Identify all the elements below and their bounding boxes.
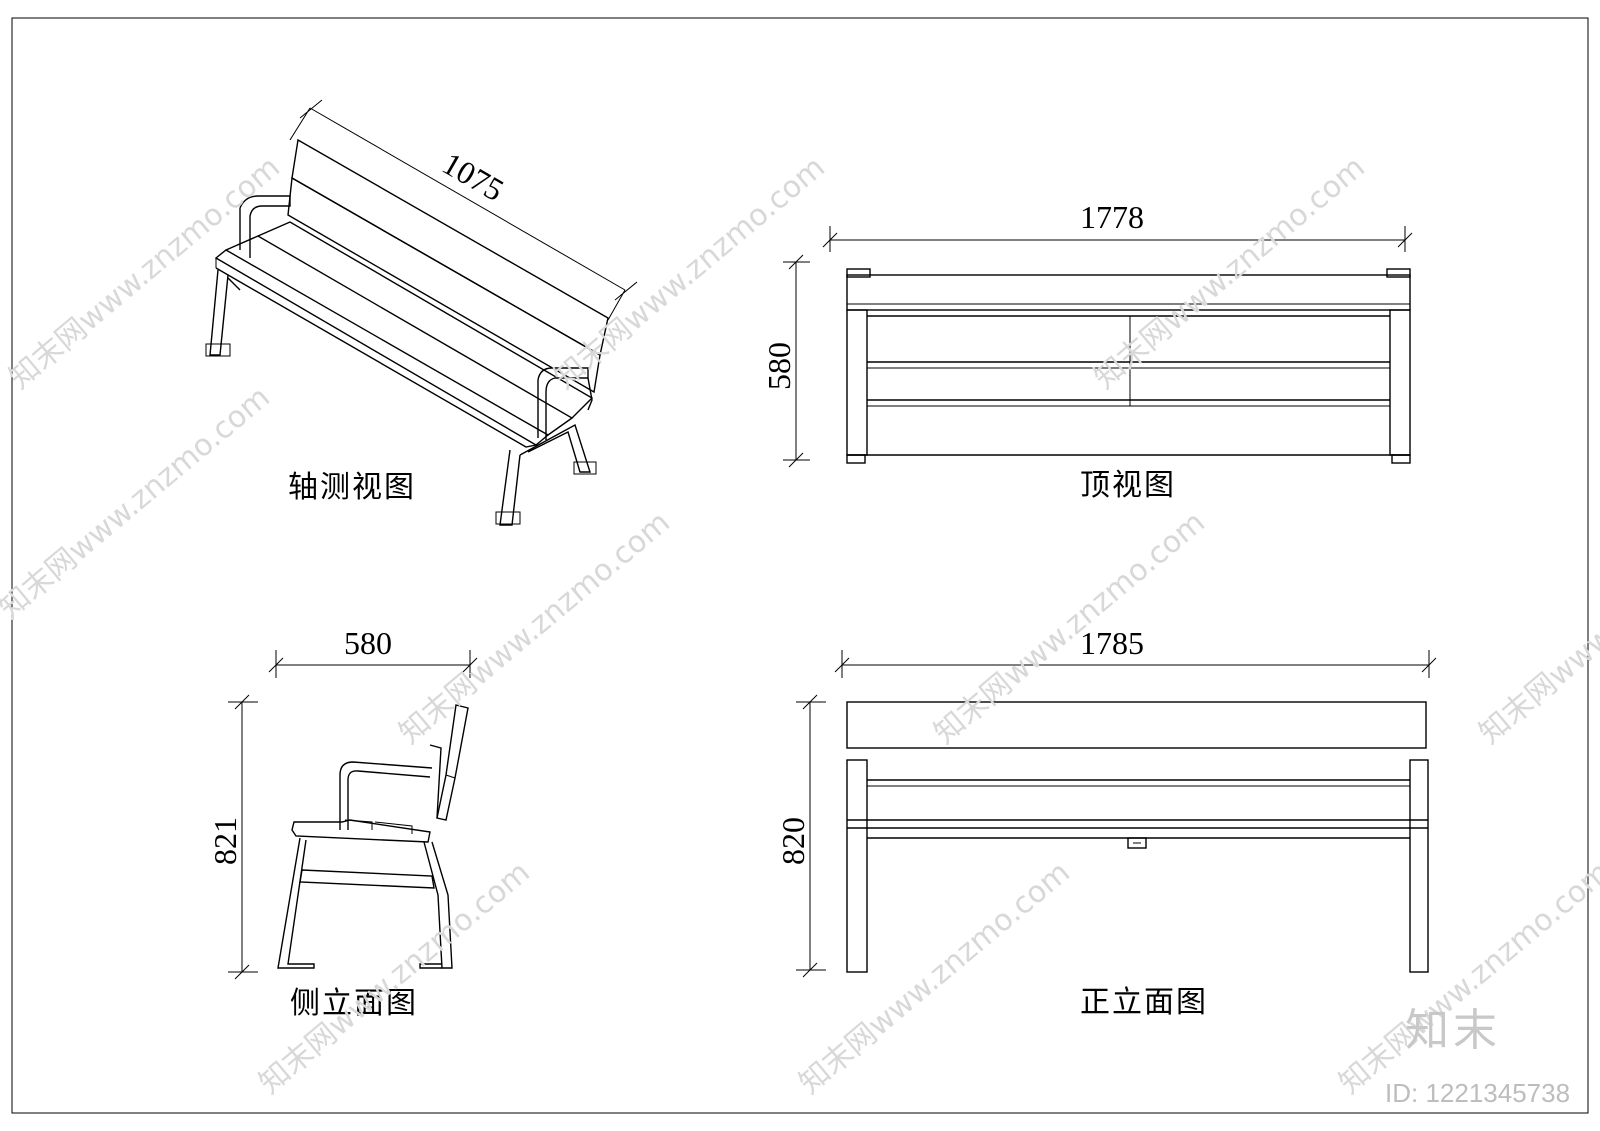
axonometric-view-title: 轴测视图 xyxy=(288,470,416,505)
front-view-title: 正立面图 xyxy=(1080,985,1208,1020)
top-dim-width: 1778 xyxy=(1080,199,1144,235)
image-id-label: ID: 1221345738 xyxy=(1385,1078,1570,1108)
watermark-text: 知末网www.znzmo.com xyxy=(793,855,1077,1101)
watermark-text: 知末网www.znzmo.com xyxy=(928,505,1212,751)
watermark-text: 知末网www.znzmo.com xyxy=(1333,855,1600,1101)
watermark-text: 知末网www.znzmo.com xyxy=(1088,150,1372,396)
watermark-text: 知末网www.znzmo.com xyxy=(3,150,287,396)
side-view: 580 821 侧立面图 xyxy=(207,625,478,1021)
sheet-border xyxy=(11,17,1589,1114)
side-view-title: 侧立面图 xyxy=(290,986,418,1021)
brand-logo: 知末 xyxy=(1405,1005,1501,1056)
watermark-text: 知末网www.znzmo.com xyxy=(0,380,277,626)
front-dim-width: 1785 xyxy=(1080,625,1144,661)
side-dim-height: 821 xyxy=(207,817,243,865)
front-view: 1785 820 正立面图 xyxy=(775,625,1437,1020)
watermark-text: 知末网www.znzmo.com xyxy=(1473,505,1600,751)
front-dim-height: 820 xyxy=(775,817,811,865)
axonometric-view: 1075 轴测视图 xyxy=(205,99,638,526)
top-view: 1778 580 顶视图 xyxy=(761,199,1413,503)
watermark-text: 知末网www.znzmo.com xyxy=(253,855,537,1101)
top-view-title: 顶视图 xyxy=(1080,468,1176,503)
watermark-layer: 知末网www.znzmo.com 知末网www.znzmo.com 知末网www… xyxy=(0,150,1600,1101)
watermark-text: 知末网www.znzmo.com xyxy=(393,505,677,751)
axonometric-dim-length: 1075 xyxy=(437,145,510,208)
top-dim-depth: 580 xyxy=(761,342,797,390)
side-dim-depth: 580 xyxy=(344,625,392,661)
